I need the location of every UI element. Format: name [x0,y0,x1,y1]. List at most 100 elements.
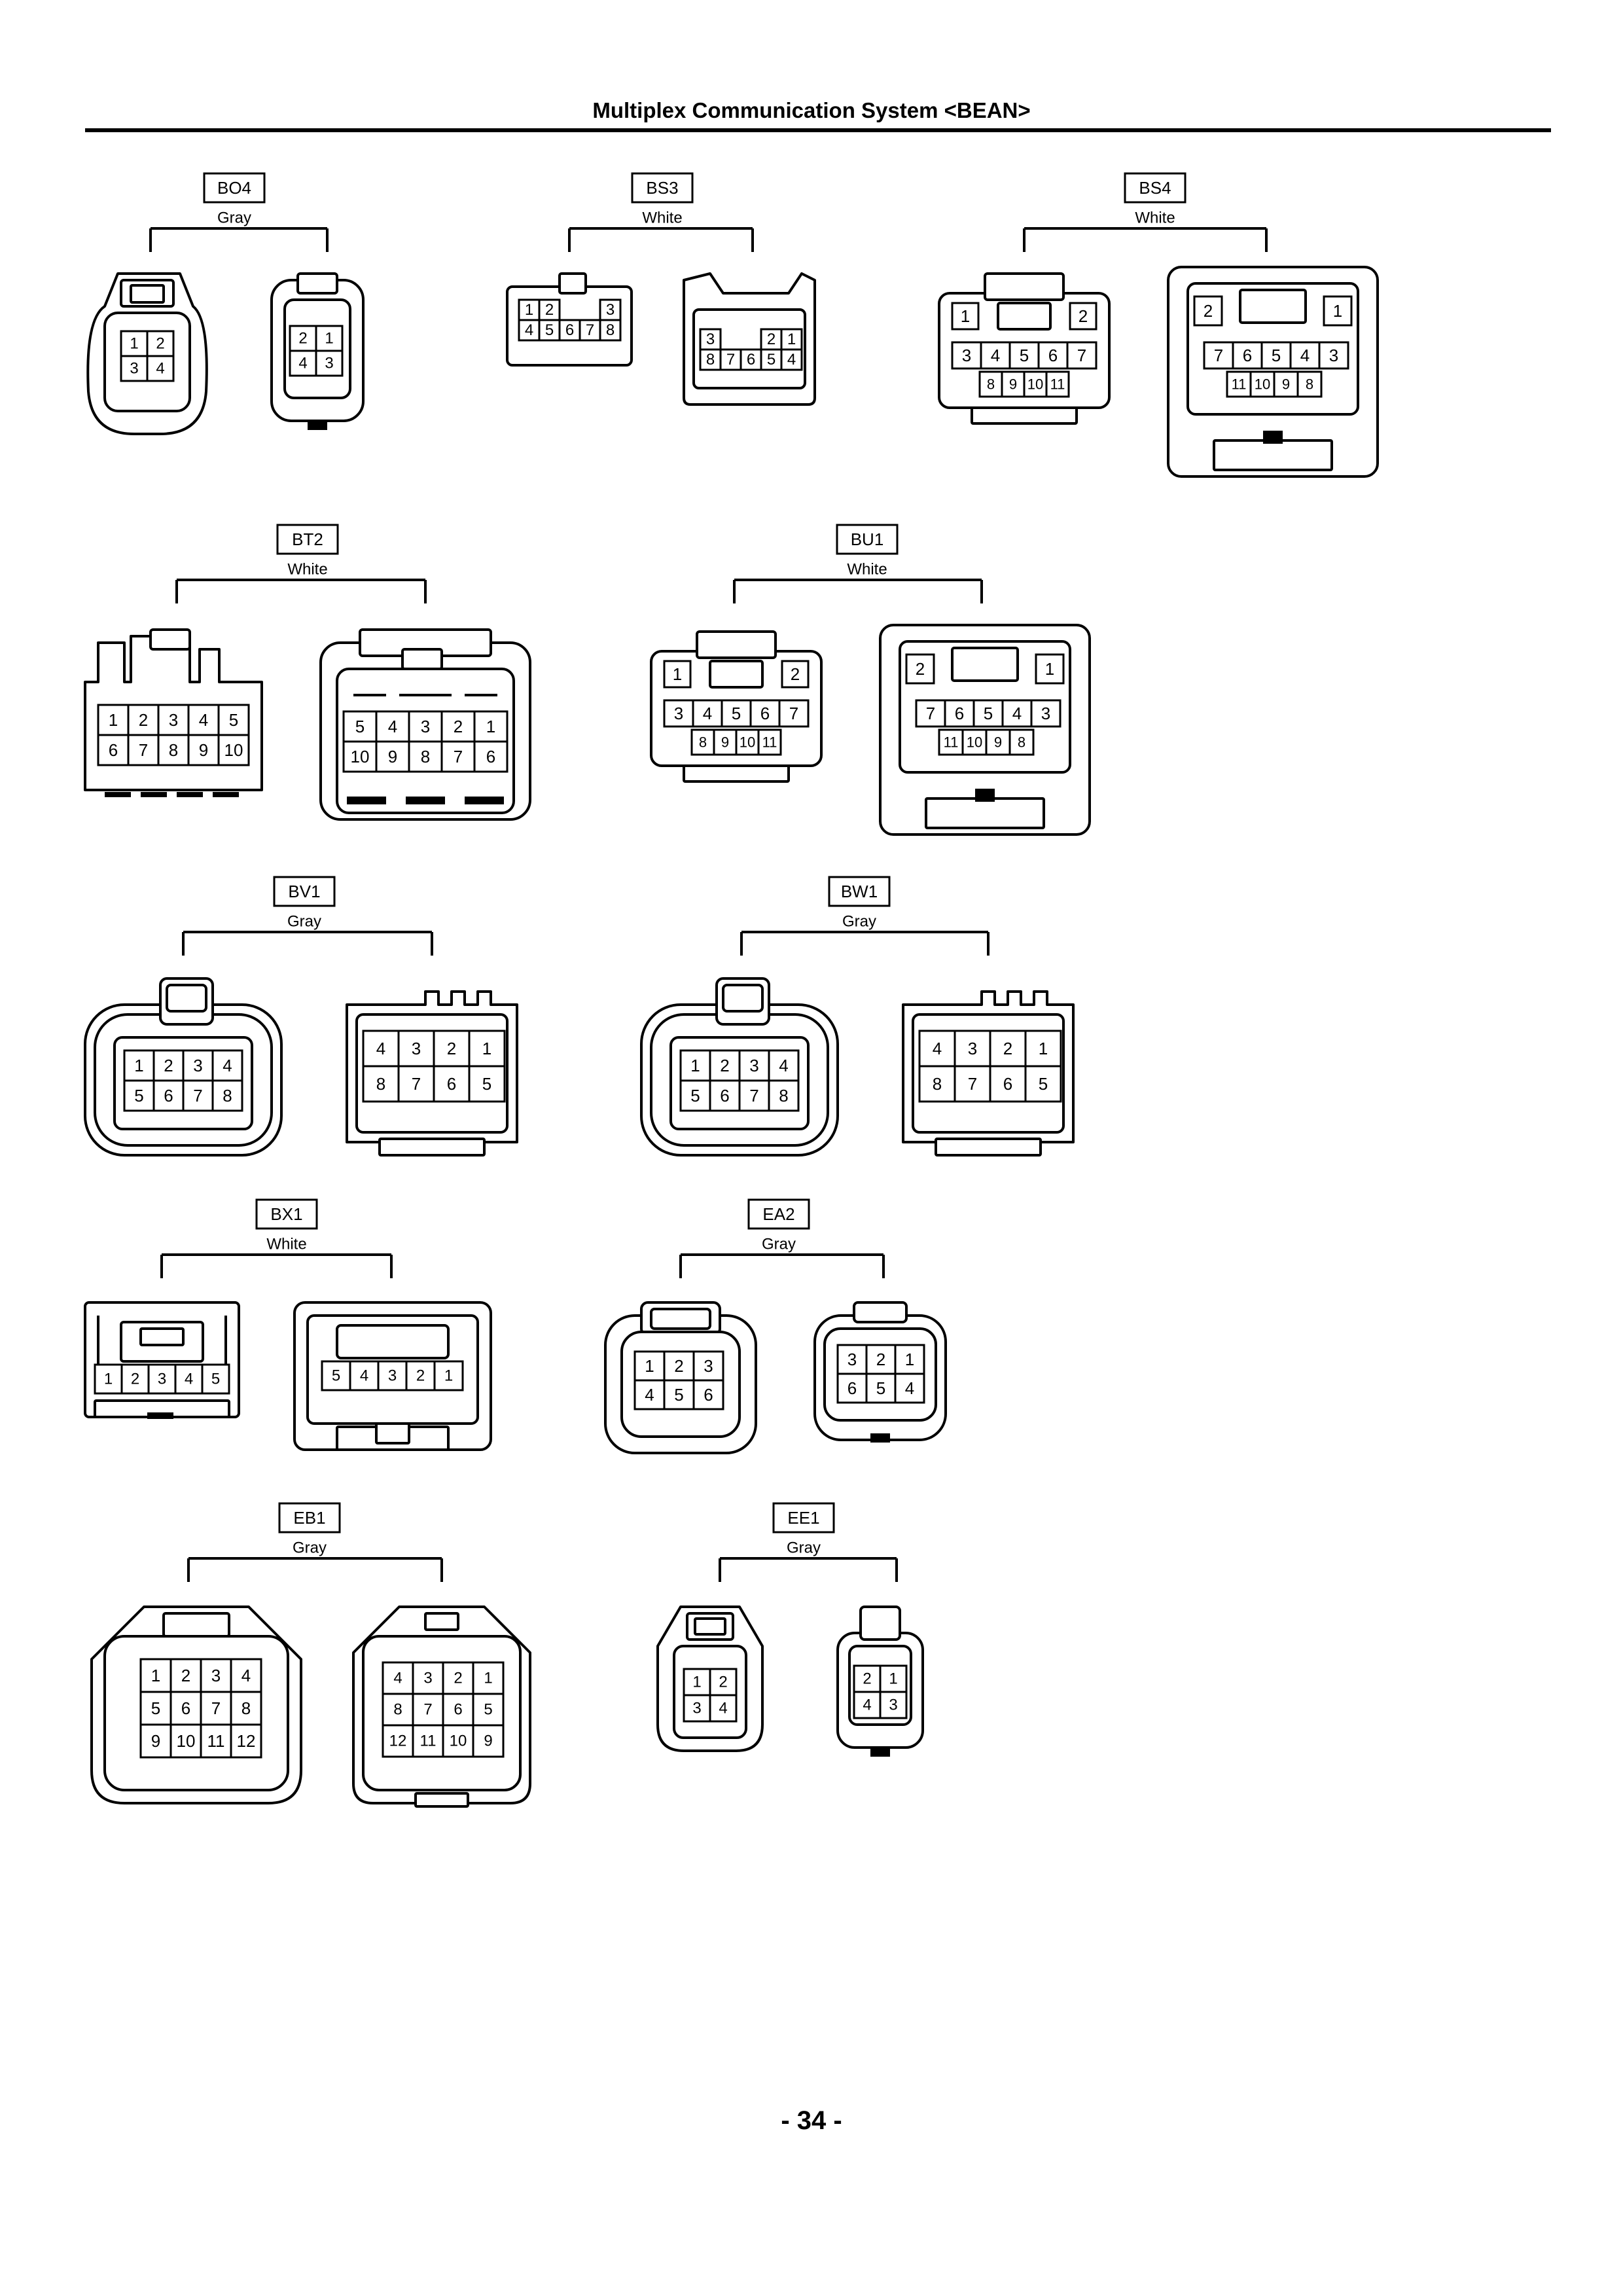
pin-number: 11 [944,734,959,751]
housing-outline [375,1422,410,1444]
pin-number: 3 [388,1367,397,1385]
pin-number: 6 [1243,346,1252,365]
pin-cell [315,350,344,377]
pin-cell [954,1065,991,1103]
pin-number: 10 [351,747,370,766]
pin-number: 5 [984,704,993,723]
pin-number: 2 [1003,1039,1012,1058]
housing-outline [971,406,1078,425]
pin-cell [377,1360,408,1391]
latch-mark [406,797,445,804]
pin-cell [139,1658,172,1693]
pin-cell [472,1724,505,1758]
pin-cell [735,728,760,756]
pin-number: 1 [673,664,682,684]
pin-number: 5 [876,1378,885,1398]
pin-number: 1 [905,1350,914,1369]
pin-number: 11 [420,1732,437,1750]
pin-cell [692,1379,724,1410]
pin-number: 2 [181,1666,190,1685]
pin-number: 6 [109,740,118,760]
pin-number: 9 [388,747,397,766]
pin-cell [1023,370,1048,398]
pin-cell [433,1030,471,1067]
pin-number: 3 [130,360,138,378]
housing-outline [149,628,191,651]
pin-number: 6 [847,1378,857,1398]
pin-cell [201,1363,230,1395]
housing-outline [401,648,443,670]
connector-color: White [1135,209,1175,227]
pin-number: 3 [706,331,715,348]
pin-cell [853,1691,882,1719]
pin-number: 3 [847,1350,857,1369]
pin-cell [1035,653,1065,685]
connector-id-box [747,1198,810,1230]
pin-cell [518,319,541,342]
pin-cell [944,699,975,728]
connector-color: Gray [217,209,251,227]
housing-outline [139,1327,185,1346]
pin-number: 1 [482,1039,491,1058]
pin-number: 2 [416,1367,425,1385]
pin-cell [289,350,317,377]
pin-number: 3 [1041,704,1050,723]
pin-number: 7 [968,1074,977,1094]
pin-number: 7 [193,1086,202,1105]
pin-number: 6 [955,704,964,723]
housing-outline [694,1617,726,1636]
pin-cell [157,734,190,766]
pin-number: 9 [994,734,1002,751]
pin-cell [699,348,722,371]
pin-number: 2 [131,1371,139,1388]
connector-id-box [278,1502,341,1534]
pin-cell [954,1030,991,1067]
pin-number: 3 [193,1056,202,1075]
pin-cell [200,1723,232,1759]
connector-id-box [1124,172,1186,204]
pin-number: 3 [423,1670,432,1687]
pin-cell [1037,341,1069,370]
housing-outline [378,1138,486,1157]
pin-number: 3 [158,1371,166,1388]
connector-id: BU1 [851,529,884,549]
housing-outline [696,630,777,659]
connector-color: Gray [762,1236,796,1253]
pin-cell [1296,370,1323,398]
pin-number: 3 [749,1056,758,1075]
pin-cell [174,1363,204,1395]
pin-number: 3 [606,301,615,319]
pin-number: 3 [704,1356,713,1376]
page-number: - 34 - [781,2106,842,2135]
pin-cell [433,1360,464,1391]
pin-number: 7 [926,704,935,723]
latch-mark [308,421,327,430]
pin-number: 5 [690,1086,700,1105]
pin-number: 7 [1214,346,1223,365]
pin-cell [473,740,508,773]
pin-number: 7 [789,704,798,723]
pin-number: 5 [674,1385,683,1405]
pin-number: 1 [1333,301,1342,321]
pin-cell [879,1691,908,1719]
pin-number: 6 [720,1086,729,1105]
pin-number: 3 [1329,346,1338,365]
pin-number: 4 [1012,704,1022,723]
connector-id-box [273,876,336,907]
pin-number: 5 [545,321,554,339]
connector-color: White [287,561,327,579]
pin-number: 6 [565,321,574,339]
pin-number: 7 [412,1074,421,1094]
housing-outline [166,984,207,1013]
pin-number: 4 [223,1056,232,1075]
pin-number: 4 [525,321,533,339]
